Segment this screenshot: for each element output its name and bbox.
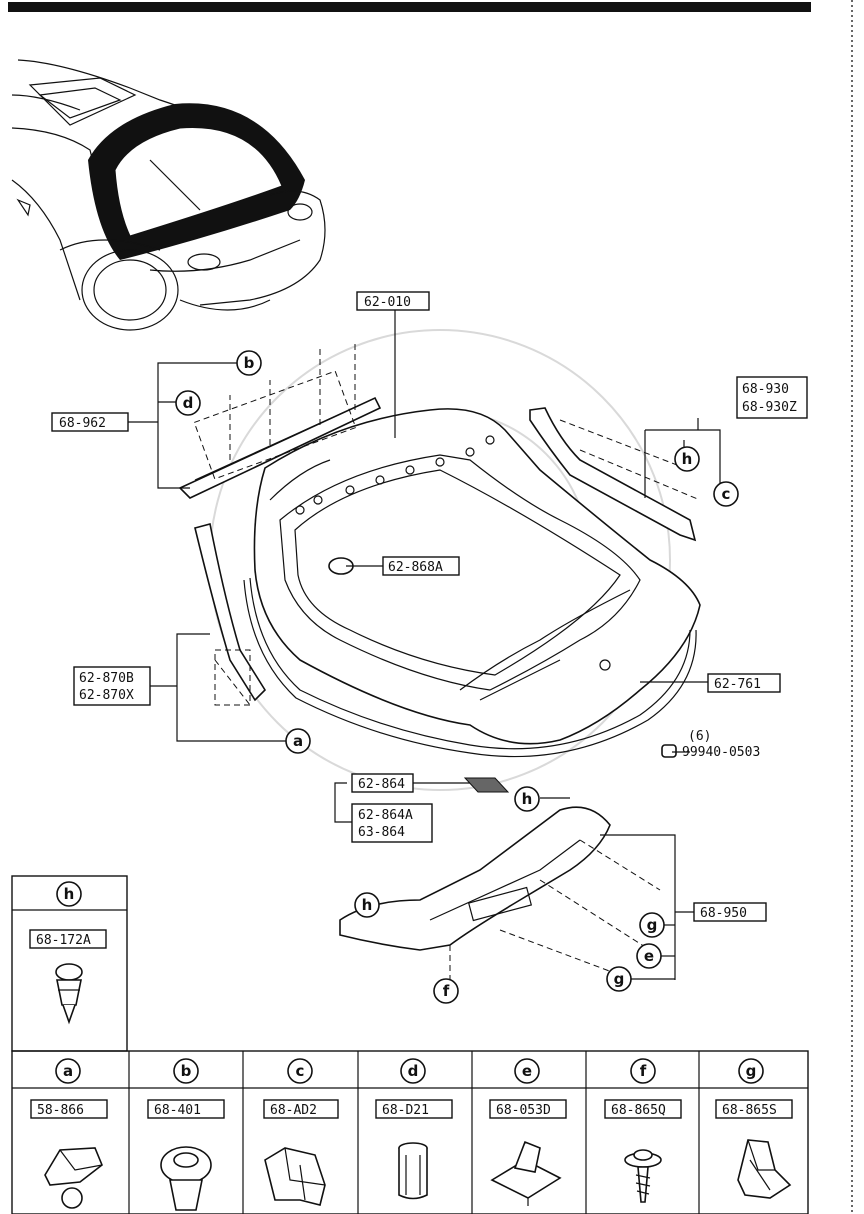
svg-text:62-868A: 62-868A <box>388 560 443 575</box>
svg-text:68-930: 68-930 <box>742 382 789 397</box>
legend-cell-b: b 68-401 <box>147 1058 225 1211</box>
svg-text:a: a <box>293 732 303 750</box>
label-62-870: 62-870B 62-870X <box>73 666 151 706</box>
leader-lines <box>128 310 721 980</box>
legend-cell-h: h 68-172A <box>29 881 107 1025</box>
clip-icon-e <box>490 1140 562 1206</box>
svg-text:68-930Z: 68-930Z <box>742 400 797 415</box>
svg-text:f: f <box>443 982 450 1000</box>
svg-text:68-865S: 68-865S <box>722 1103 777 1118</box>
svg-text:h: h <box>362 896 373 914</box>
callout-c: c <box>713 481 739 507</box>
svg-text:68-D21: 68-D21 <box>382 1103 429 1118</box>
svg-text:62-761: 62-761 <box>714 677 761 692</box>
svg-text:c: c <box>296 1062 305 1080</box>
svg-text:e: e <box>644 947 654 965</box>
callout-b: b <box>236 350 262 376</box>
clip-icon-h <box>55 963 83 1025</box>
trunk-lid-panel <box>253 408 701 745</box>
svg-text:62-870B: 62-870B <box>79 671 134 686</box>
clip-icon-g <box>737 1139 792 1199</box>
svg-text:68-950: 68-950 <box>700 906 747 921</box>
callout-h-upper: h <box>674 446 700 472</box>
svg-text:62-870X: 62-870X <box>79 688 134 703</box>
label-68-950: 68-950 <box>693 902 767 922</box>
svg-text:b: b <box>181 1062 192 1080</box>
callout-f: f <box>433 978 459 1004</box>
label-62-864a: 62-864A 63-864 <box>351 803 433 843</box>
svg-text:g: g <box>746 1062 757 1080</box>
clip-icon-a <box>44 1147 103 1209</box>
svg-text:a: a <box>63 1062 73 1080</box>
side-strip <box>194 523 267 706</box>
svg-text:68-401: 68-401 <box>154 1103 201 1118</box>
clip-icon-b <box>160 1146 212 1211</box>
svg-text:68-865Q: 68-865Q <box>611 1103 666 1118</box>
legend-cell-d: d 68-D21 <box>375 1058 453 1200</box>
upper-trim-bracket <box>178 340 382 499</box>
quantity-label: (6) <box>688 729 711 744</box>
callout-g-upper: g <box>639 912 665 938</box>
svg-text:h: h <box>64 885 75 903</box>
svg-text:g: g <box>647 916 658 934</box>
callout-d: d <box>175 390 201 416</box>
svg-text:f: f <box>640 1062 647 1080</box>
header-bar <box>8 2 811 12</box>
svg-text:d: d <box>408 1062 419 1080</box>
clip-icon-d <box>398 1142 428 1200</box>
svg-text:68-962: 68-962 <box>59 416 106 431</box>
side-rail-bracket <box>529 407 701 542</box>
label-68-962: 68-962 <box>51 412 129 432</box>
callout-a: a <box>285 728 311 754</box>
callout-g-lower: g <box>606 966 632 992</box>
svg-text:62-010: 62-010 <box>364 295 411 310</box>
fastener-legend <box>11 875 809 1214</box>
car-illustration <box>11 59 326 331</box>
svg-text:68-AD2: 68-AD2 <box>270 1103 317 1118</box>
label-62-010: 62-010 <box>356 291 430 311</box>
label-62-761: 62-761 <box>707 673 781 693</box>
svg-text:h: h <box>522 790 533 808</box>
svg-text:62-864A: 62-864A <box>358 808 413 823</box>
callout-h-lower: h <box>354 892 380 918</box>
lower-trim-panel <box>339 806 661 980</box>
nut <box>661 744 677 758</box>
legend-cell-a: a 58-866 <box>30 1058 108 1209</box>
label-62-868a: 62-868A <box>382 556 460 576</box>
screw-icon-f <box>624 1149 662 1203</box>
svg-text:b: b <box>244 354 255 372</box>
svg-text:68-172A: 68-172A <box>36 933 91 948</box>
clip-icon-c <box>264 1147 326 1206</box>
label-68-930: 68-930 68-930Z <box>736 376 808 419</box>
weatherstrip-seal <box>249 577 691 750</box>
svg-text:d: d <box>183 394 194 412</box>
svg-text:e: e <box>522 1062 532 1080</box>
svg-text:g: g <box>614 970 625 988</box>
legend-cell-f: f 68-865Q <box>604 1058 682 1203</box>
svg-text:h: h <box>682 450 693 468</box>
svg-text:62-864: 62-864 <box>358 777 405 792</box>
svg-text:58-866: 58-866 <box>37 1103 84 1118</box>
svg-text:68-053D: 68-053D <box>496 1103 551 1118</box>
pad <box>463 777 510 793</box>
legend-cell-e: e 68-053D <box>489 1058 567 1206</box>
callout-e: e <box>636 943 662 969</box>
label-62-864: 62-864 <box>351 773 414 793</box>
legend-cell-g: g 68-865S <box>715 1058 793 1199</box>
svg-text:63-864: 63-864 <box>358 825 405 840</box>
callout-h-mid: h <box>514 786 540 812</box>
legend-cell-c: c 68-AD2 <box>263 1058 339 1206</box>
svg-text:c: c <box>722 485 731 503</box>
label-99940-0503: 99940-0503 <box>682 745 760 760</box>
